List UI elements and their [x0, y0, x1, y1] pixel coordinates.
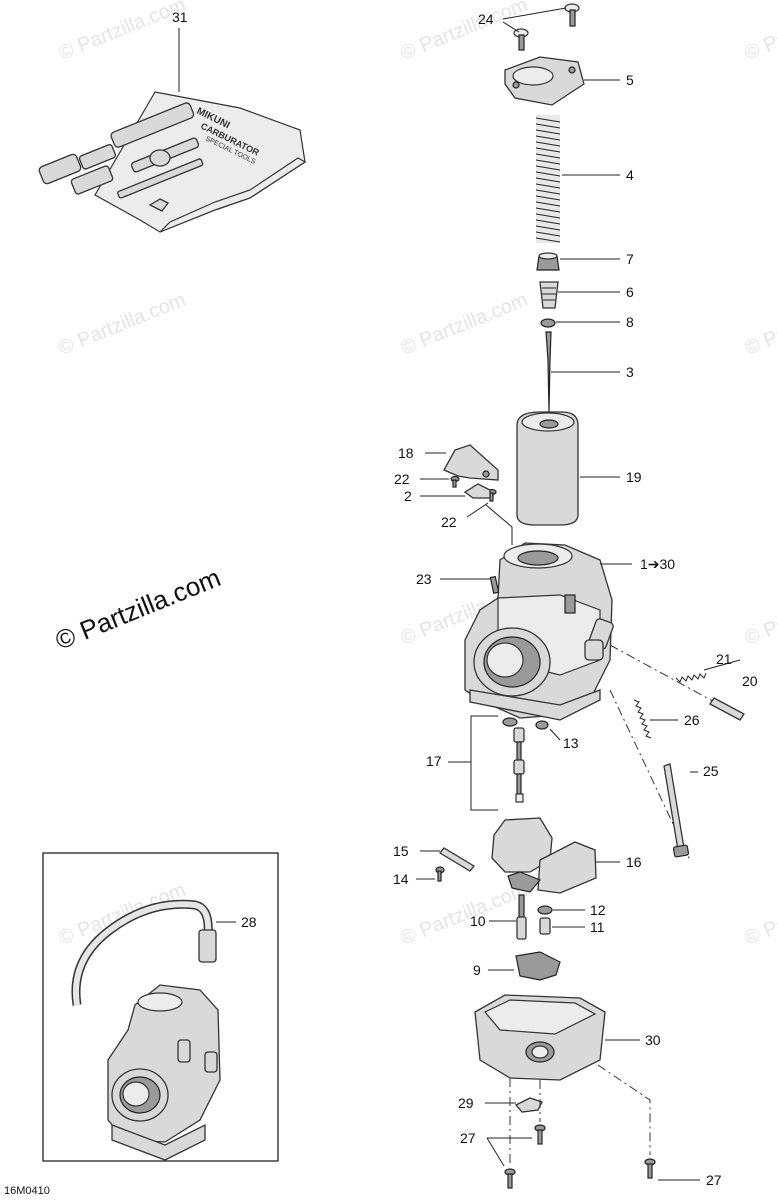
- part-23-jet: [489, 575, 500, 594]
- watermark: © Partzilla.com: [742, 289, 778, 360]
- callout-8: 8: [626, 314, 634, 330]
- part-4-spring: [535, 115, 561, 243]
- callout-25: 25: [703, 763, 719, 779]
- part-13-o-ring: [535, 720, 549, 730]
- callout-16: 16: [626, 854, 642, 870]
- part-16-float: [491, 817, 597, 894]
- part-17-jet-assembly: [502, 717, 525, 803]
- callout-13: 13: [563, 735, 579, 751]
- part-26-spring: [633, 699, 652, 739]
- callout-29: 29: [458, 1095, 474, 1111]
- callout-7: 7: [626, 251, 634, 267]
- callout-18: 18: [398, 445, 414, 461]
- callout-20: 20: [742, 673, 758, 689]
- callout-22a: 22: [394, 471, 410, 487]
- callout-21: 21: [716, 651, 732, 667]
- callout-1-to-30: 1➔30: [640, 556, 675, 572]
- part-22-screws: [450, 475, 497, 502]
- part-27-screws: [504, 1124, 656, 1189]
- part-31-tool-kit: MIKUNI CARBURATOR SPECIAL TOOLS: [38, 91, 307, 233]
- part-29-gasket: [514, 1097, 543, 1113]
- callout-10: 10: [470, 913, 486, 929]
- callout-11: 11: [590, 919, 605, 935]
- watermark: © Partzilla.com: [56, 0, 189, 65]
- part-5-top-cover: [504, 56, 585, 106]
- part-7-cap: [536, 252, 560, 271]
- callout-28: 28: [241, 914, 257, 930]
- part-30-float-bowl: [474, 994, 606, 1081]
- callout-23: 23: [416, 571, 432, 587]
- part-6-needle-holder: [539, 281, 559, 309]
- callout-9: 9: [473, 962, 481, 978]
- part-20-screw: [709, 697, 745, 721]
- callout-27b: 27: [706, 1172, 722, 1188]
- watermark: © Partzilla.com: [742, 0, 778, 65]
- figure-id: 16M0410: [4, 1185, 50, 1197]
- watermark: © Partzilla.com: [398, 0, 531, 65]
- watermark: © Partzilla.com: [56, 289, 189, 360]
- callout-4: 4: [626, 167, 634, 183]
- watermark: © Partzilla.com: [398, 289, 531, 360]
- callout-31: 31: [172, 9, 188, 25]
- callout-6: 6: [626, 284, 634, 300]
- part-3-jet-needle: [545, 331, 552, 413]
- callout-14: 14: [393, 871, 409, 887]
- callout-15: 15: [393, 843, 409, 859]
- part-21-spring: [675, 672, 707, 683]
- part-11-pilot-jet: [539, 917, 551, 935]
- part-15-float-pin: [439, 847, 475, 872]
- callout-3: 3: [626, 364, 634, 380]
- callout-22b: 22: [441, 514, 457, 530]
- callout-30: 30: [645, 1032, 661, 1048]
- part-2-plate: [463, 483, 491, 499]
- callout-26: 26: [684, 712, 700, 728]
- callout-27a: 27: [460, 1130, 476, 1146]
- part-28-hose-assembly: [71, 899, 221, 1161]
- part-1-carburetor-body: [464, 542, 614, 721]
- callout-2: 2: [404, 488, 412, 504]
- part-18-throttle-lever: [443, 444, 499, 481]
- part-10-main-jet: [516, 894, 527, 940]
- watermark: © Partzilla.com: [742, 879, 778, 950]
- part-8-clip: [540, 318, 556, 328]
- watermark: © Partzilla.com: [398, 879, 531, 950]
- watermark: © Partzilla.com: [742, 579, 778, 650]
- callout-19: 19: [626, 469, 642, 485]
- part-14-screw: [435, 866, 445, 882]
- inset-box: [42, 852, 279, 1162]
- watermark: © Partzilla.com: [56, 879, 189, 950]
- part-25-screw: [663, 763, 690, 858]
- callout-17: 17: [426, 753, 442, 769]
- part-12-washer: [537, 905, 553, 915]
- part-19-throttle-slide: [516, 411, 579, 526]
- callout-5: 5: [626, 72, 634, 88]
- callout-12: 12: [590, 902, 606, 918]
- copyright-text: © Partzilla.com: [51, 562, 225, 655]
- callout-24: 24: [478, 11, 494, 27]
- part-9-baffle: [515, 951, 561, 981]
